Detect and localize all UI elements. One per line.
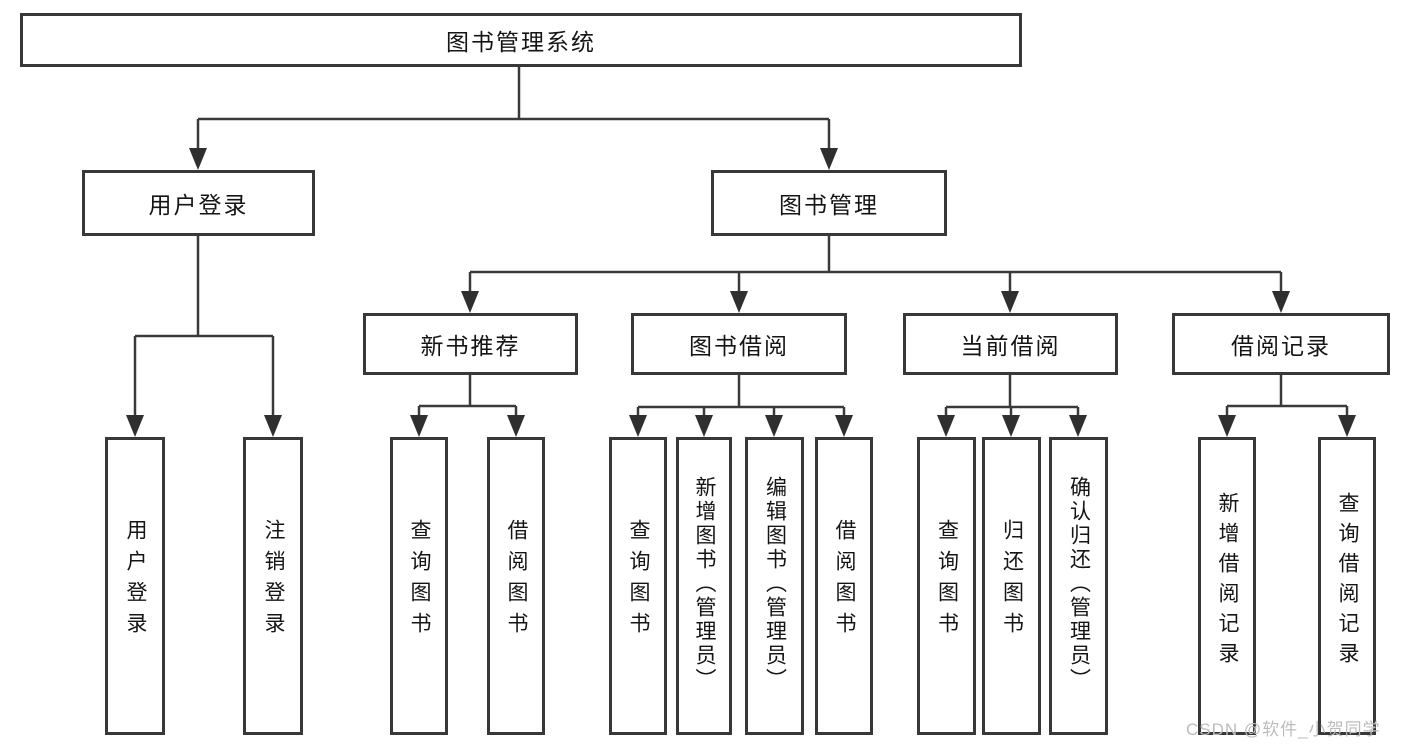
node-user-login: 用户登录: [82, 170, 315, 236]
node-label: 借阅图书: [833, 519, 856, 643]
node-label: 图书管理系统: [446, 29, 596, 55]
node-current-borrowing: 当前借阅: [903, 313, 1118, 375]
node-book-management: 图书管理: [711, 170, 947, 236]
leaf-recommend-query-books: 查询图书: [390, 437, 448, 735]
node-label: 查询图书: [935, 519, 959, 643]
leaf-user-login: 用户登录: [105, 437, 165, 735]
node-label: 借阅记录: [1231, 333, 1331, 359]
node-label: 图书借阅: [689, 333, 789, 359]
leaf-borrowing-borrow-books: 借阅图书: [815, 437, 873, 735]
node-label: 确认归还（管理员）: [1067, 476, 1091, 692]
leaf-borrowing-edit-books-admin: 编辑图书（管理员）: [745, 437, 804, 735]
node-label: 归还图书: [1000, 519, 1024, 643]
node-label: 用户登录: [124, 519, 147, 643]
csdn-watermark: CSDN @软件_小贺同学: [1186, 720, 1381, 739]
node-label: 编辑图书（管理员）: [763, 476, 787, 692]
node-label: 新书推荐: [420, 333, 521, 359]
node-new-book-recommend: 新书推荐: [363, 313, 578, 375]
leaf-records-add-borrow-record: 新增借阅记录: [1198, 437, 1256, 735]
node-label: 新增借阅记录: [1216, 492, 1239, 672]
leaf-borrowing-query-books: 查询图书: [609, 437, 667, 735]
node-borrowing-records: 借阅记录: [1172, 313, 1390, 375]
node-label: 图书管理: [779, 192, 879, 218]
leaf-current-confirm-return-admin: 确认归还（管理员）: [1049, 437, 1108, 735]
node-root-library-management-system: 图书管理系统: [20, 13, 1022, 67]
node-label: 查询借阅记录: [1336, 492, 1359, 672]
node-label: 用户登录: [148, 192, 249, 218]
node-label: 注销登录: [262, 519, 285, 643]
leaf-logout: 注销登录: [243, 437, 303, 735]
node-label: 查询图书: [408, 519, 431, 643]
node-label: 借阅图书: [505, 519, 528, 643]
leaf-current-query-books: 查询图书: [917, 437, 976, 735]
leaf-recommend-borrow-books: 借阅图书: [487, 437, 545, 735]
node-label: 查询图书: [627, 519, 650, 643]
leaf-current-return-books: 归还图书: [982, 437, 1041, 735]
node-label: 当前借阅: [960, 333, 1061, 359]
node-label: 新增图书（管理员）: [693, 476, 716, 692]
node-book-borrowing: 图书借阅: [631, 313, 847, 375]
leaf-borrowing-add-books-admin: 新增图书（管理员）: [676, 437, 732, 735]
leaf-records-query-borrow-record: 查询借阅记录: [1318, 437, 1376, 735]
